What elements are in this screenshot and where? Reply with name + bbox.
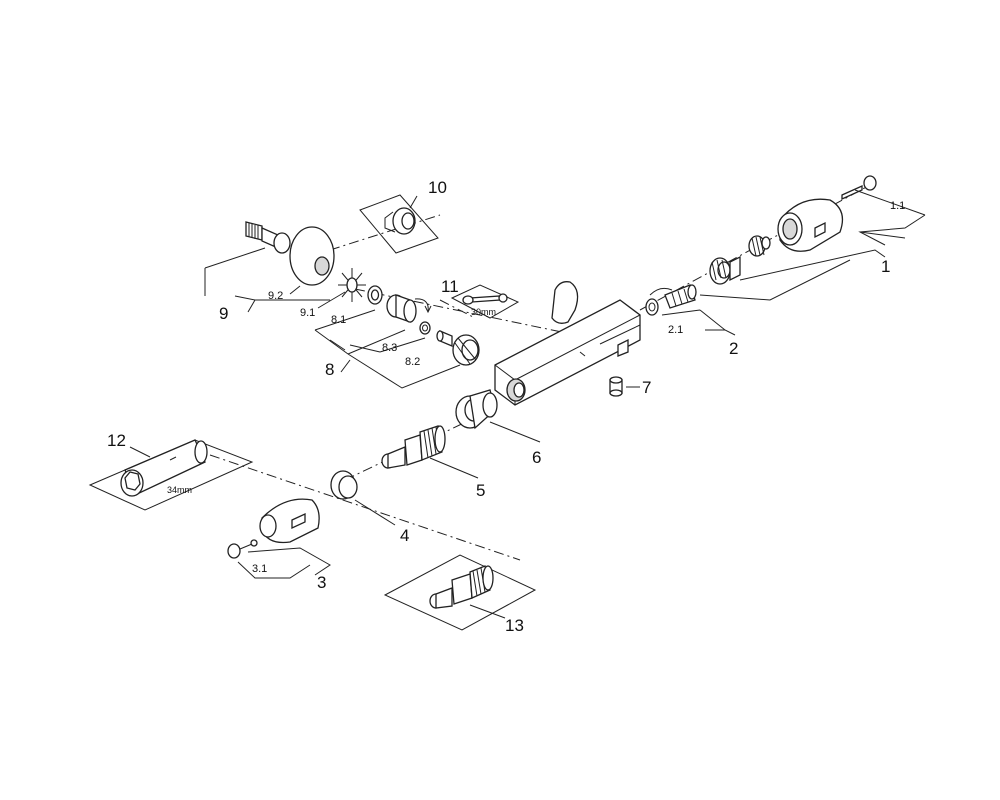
part-12-group: 34mm 12 (88, 431, 254, 511)
part-4-stop-ring (330, 470, 358, 500)
label-12: 12 (107, 431, 126, 450)
label-9: 9 (219, 304, 228, 323)
part-1-adapter (709, 255, 741, 285)
label-13: 13 (505, 616, 524, 635)
label-7: 7 (642, 378, 651, 397)
label-10: 10 (428, 178, 447, 197)
label-8-2: 8.2 (405, 356, 420, 368)
part-7-group: 7 (609, 376, 651, 397)
socket-size-label: 34mm (167, 485, 192, 495)
part-5-group: 5 (381, 425, 485, 500)
part-3-group: 3.1 3 (227, 498, 331, 592)
part-2-stop-valve-cartridge (649, 284, 697, 309)
label-9-2: 9.2 (268, 290, 283, 302)
label-1: 1 (881, 257, 890, 276)
label-11: 11 (441, 277, 459, 296)
label-4: 4 (400, 526, 409, 545)
part-9-1-star-washer (338, 268, 366, 302)
part-6-group: 6 (455, 389, 541, 467)
label-1-1: 1.1 (890, 200, 905, 212)
label-9-1: 9.1 (300, 307, 315, 319)
part-9-eccentric-connector (245, 221, 291, 254)
part-4-group: 4 (330, 470, 409, 545)
label-2: 2 (729, 339, 738, 358)
part-9-wall-flange (289, 226, 335, 286)
label-2-1: 2.1 (668, 324, 683, 336)
part-10-adapter (384, 207, 416, 235)
part-7-grub-screw (609, 376, 623, 397)
label-8-1: 8.1 (331, 314, 346, 326)
part-13-thermostatic-cartridge (429, 565, 494, 609)
label-8-3: 8.3 (382, 342, 397, 354)
part-6-thermostat-adapter (455, 389, 498, 430)
part-8-check-valve-body (386, 294, 432, 323)
part-1-group: 1.1 1 (699, 175, 926, 301)
wrench-size-label: 30mm (471, 307, 496, 317)
label-5: 5 (476, 481, 485, 500)
part-8-1-seal-ring (367, 285, 383, 305)
label-8: 8 (325, 360, 334, 379)
part-8-union-nut (452, 334, 480, 366)
part-12-socket-tool (120, 439, 208, 497)
part-9-group: 9 9.2 9.1 (204, 221, 366, 323)
part-2-1-o-ring (645, 298, 659, 316)
label-6: 6 (532, 448, 541, 467)
part-1-handle (777, 198, 844, 252)
part-1-1-screw-cap (841, 175, 877, 201)
part-8-2-filter (436, 330, 453, 347)
part-8-group: 8 8.1 8.3 8.2 (314, 285, 480, 389)
part-3-handle (259, 498, 320, 544)
part-2-group: 2.1 2 (645, 284, 738, 358)
label-3: 3 (317, 573, 326, 592)
part-8-3-o-ring (419, 321, 431, 335)
part-13-group: 13 (383, 554, 537, 635)
label-3-1: 3.1 (252, 563, 267, 575)
part-10-group: 10 (359, 178, 447, 254)
part-3-1-screw-cap (227, 539, 258, 559)
part-5-thermostatic-cartridge (381, 425, 446, 469)
part-11-group: 30mm 11 (441, 277, 520, 319)
thermostat-body (494, 281, 641, 406)
part-1-spline-adapter (748, 235, 771, 257)
part-11-wrench (462, 293, 508, 305)
